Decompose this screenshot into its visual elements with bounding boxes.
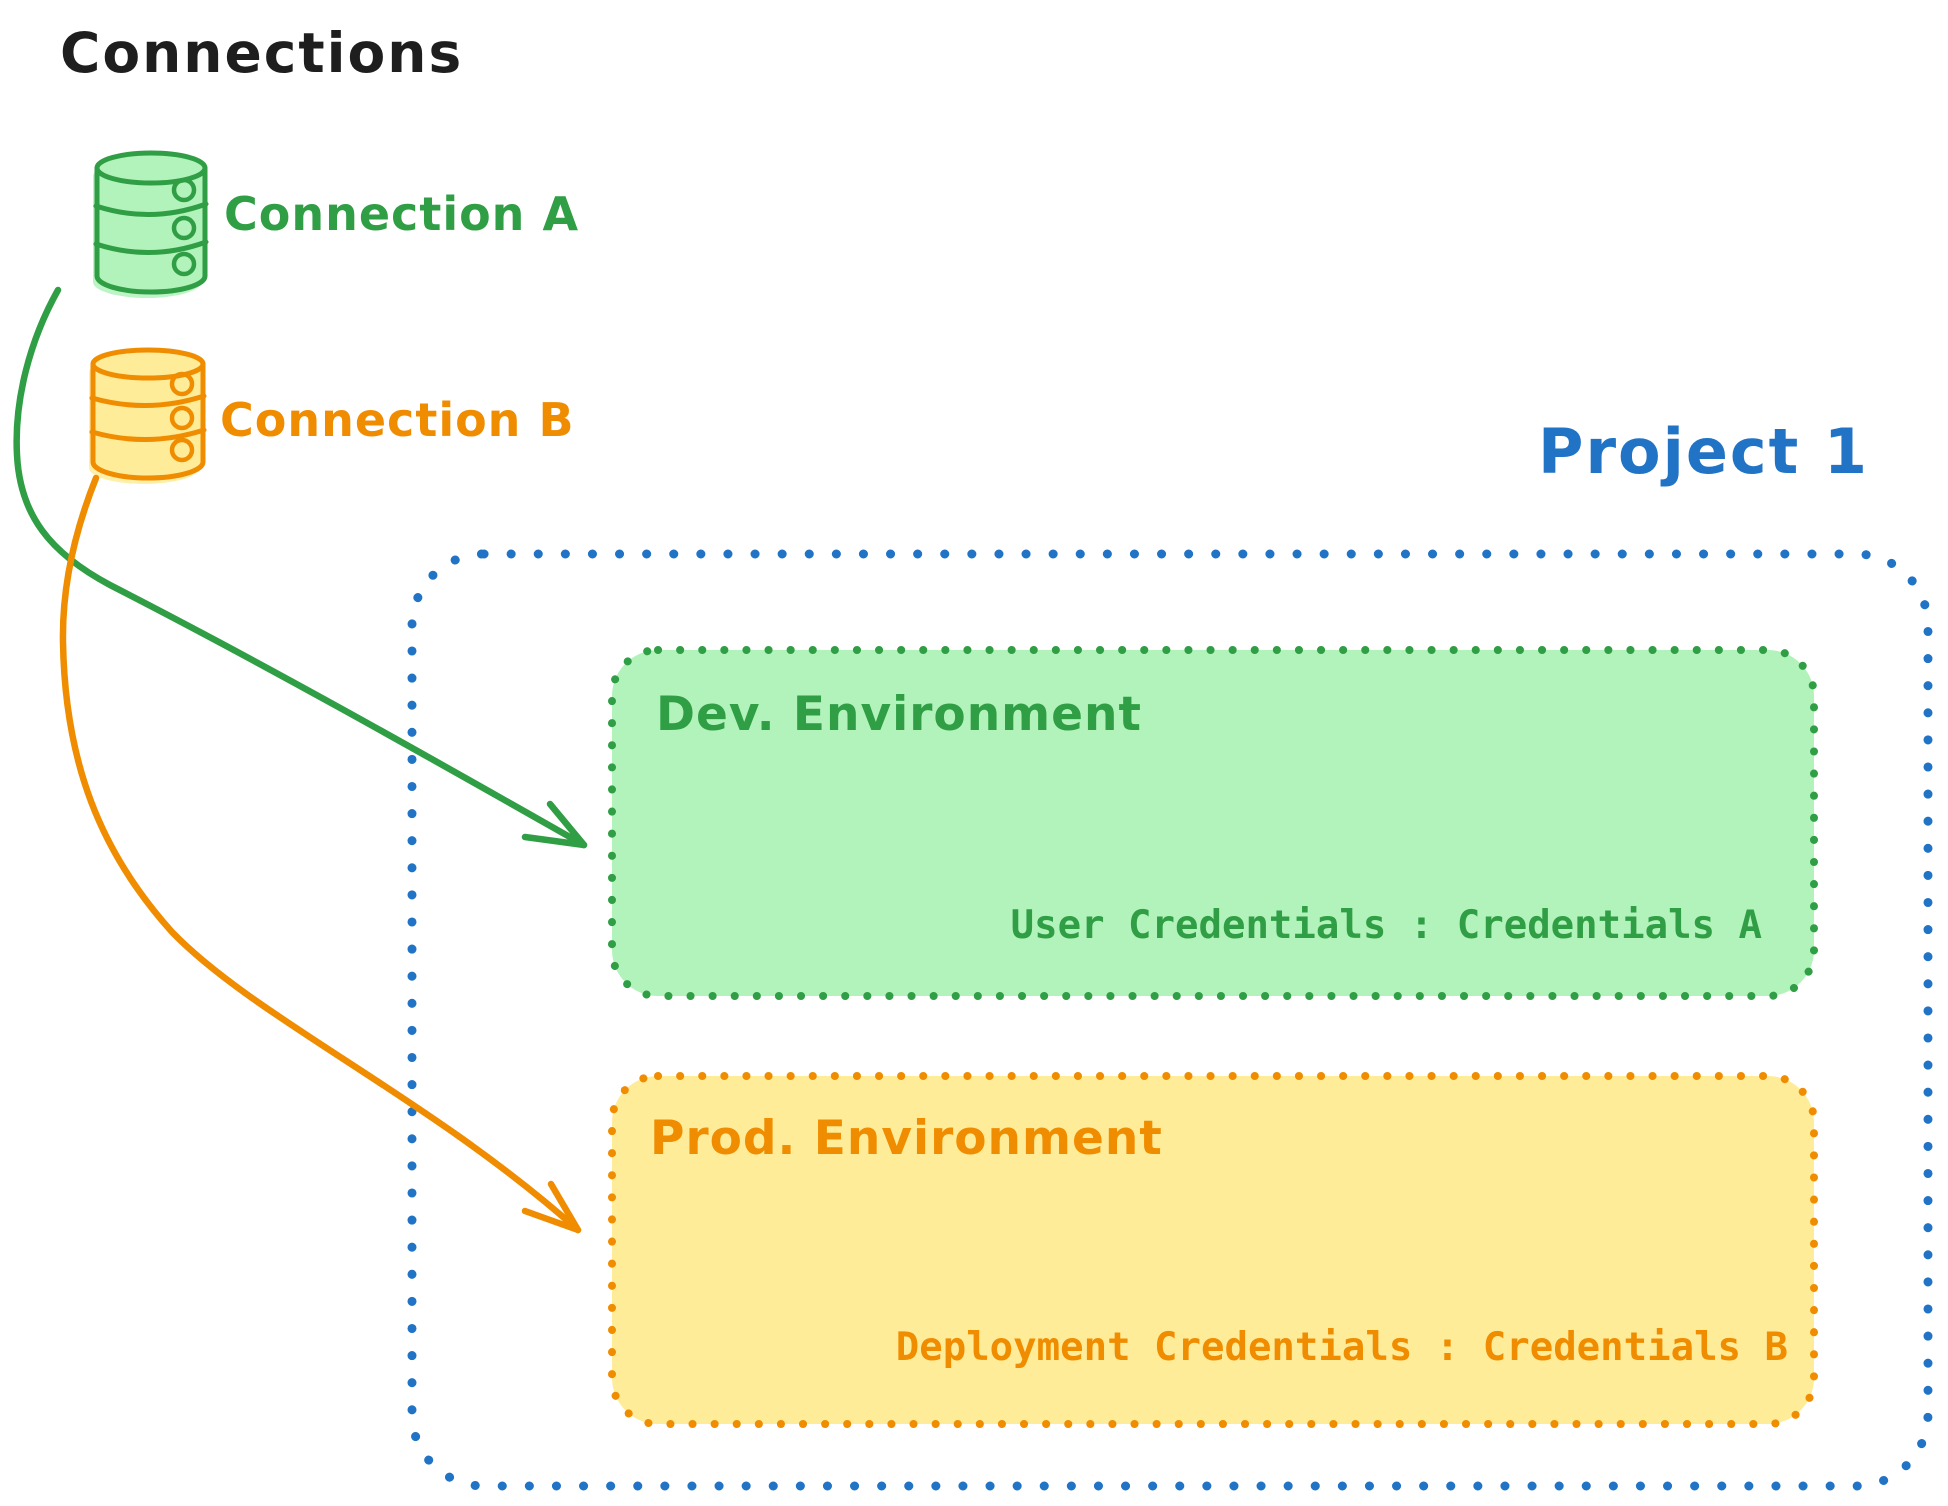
database-icon [89,347,207,484]
dev-environment-title: Dev. Environment [656,687,1142,742]
prod-environment-box [608,1072,1818,1428]
arrow-connection-a-to-dev [13,286,588,849]
project-title: Project 1 [1538,415,1870,488]
arrowhead [521,1180,582,1234]
diagram-title: Connections [60,21,464,85]
arrow-connection-b-to-prod [59,474,582,1234]
database-icon [93,150,209,298]
prod-environment-title: Prod. Environment [650,1111,1163,1166]
connection-a-label: Connection A [224,187,580,241]
connection-b-label: Connection B [220,393,575,447]
dev-credentials-text: User Credentials : Credentials A [1010,903,1762,948]
prod-credentials-text: Deployment Credentials : Credentials B [895,1325,1788,1370]
dev-environment-box [608,646,1818,1000]
arrowhead [521,800,588,849]
